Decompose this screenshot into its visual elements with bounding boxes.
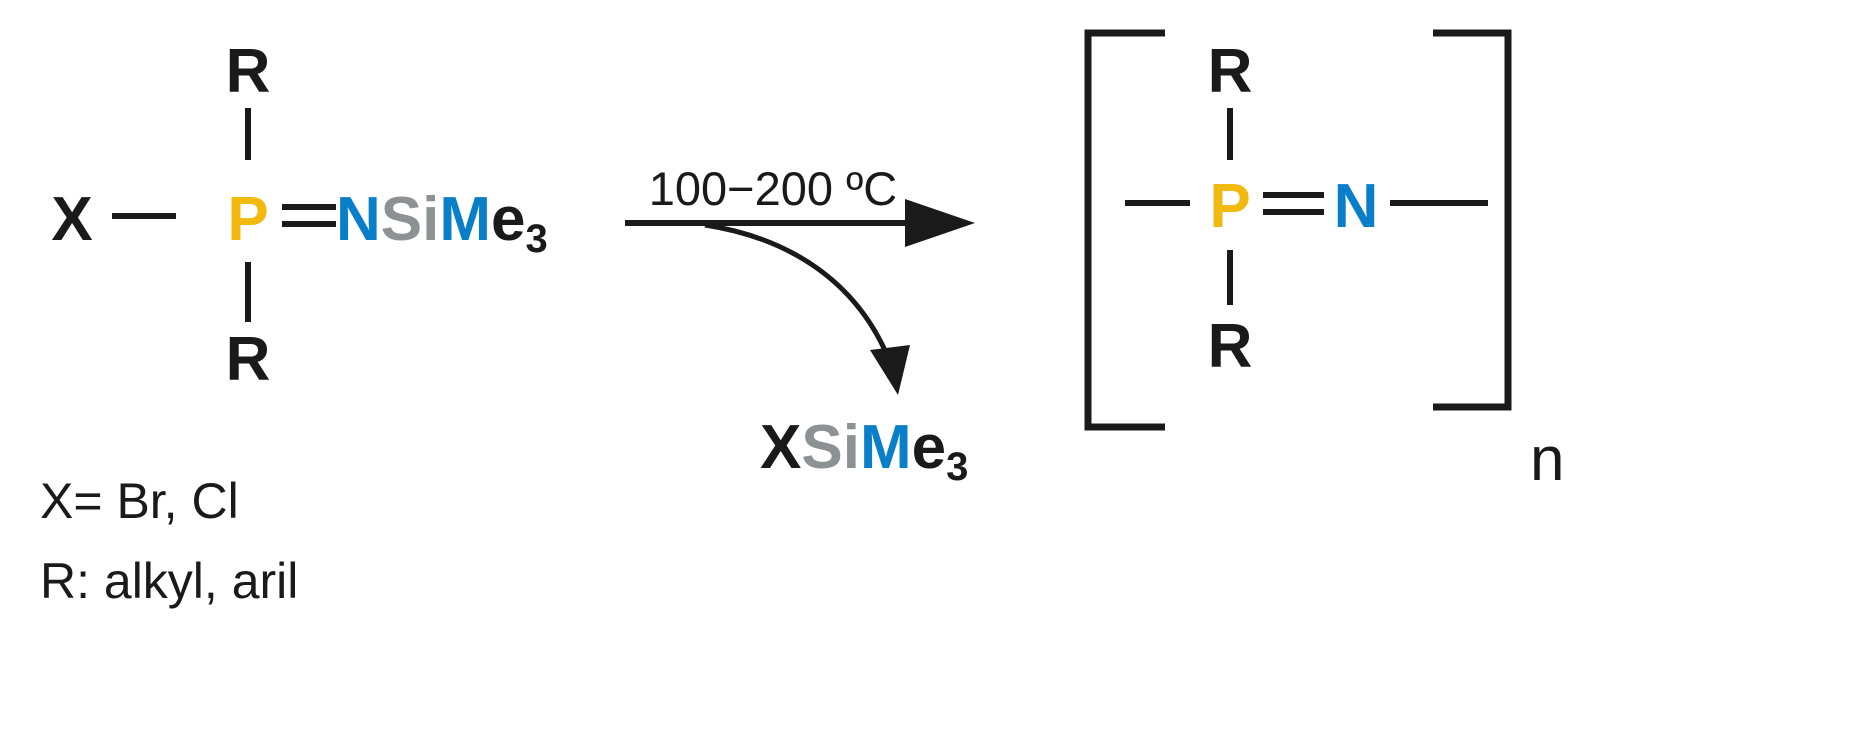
polymer-p-atom: P (1209, 172, 1250, 241)
polymer-repeat-subscript: n (1530, 425, 1564, 494)
polymer-right-bracket (1433, 29, 1512, 411)
byproduct-x-atom: X (760, 413, 801, 482)
byproduct-e-atom: e (912, 413, 946, 482)
byproduct-m-atom: M (860, 413, 912, 482)
monomer-p-atom: P (227, 185, 268, 254)
byproduct-group-xsime3: XSiMe3 (760, 413, 968, 489)
monomer-m-atom: M (439, 185, 491, 254)
substituent-legend: X= Br, Cl R: alkyl, aril (40, 473, 298, 609)
monomer-r-top: R (226, 37, 271, 106)
byproduct-structure: XSiMe3 (760, 413, 968, 489)
monomer-structure: R X P NSiMe3 R (51, 37, 547, 394)
reaction-condition-label: 100−200 ºC (649, 162, 897, 215)
byproduct-arrow-head (870, 345, 910, 395)
monomer-n-atom: N (336, 185, 381, 254)
polymer-r-bottom: R (1208, 312, 1253, 381)
monomer-r-bottom: R (226, 325, 271, 394)
monomer-subscript: 3 (526, 217, 548, 261)
monomer-group-nsime3: NSiMe3 (336, 185, 548, 261)
monomer-e-atom: e (491, 185, 525, 254)
polymer-r-top: R (1208, 37, 1253, 106)
reaction-arrow-group: 100−200 ºC (625, 162, 975, 395)
legend-x-definition: X= Br, Cl (40, 473, 239, 529)
byproduct-si-atom: Si (801, 413, 860, 482)
reaction-arrow-head (905, 199, 975, 247)
byproduct-subscript: 3 (946, 445, 968, 489)
polymer-left-bracket (1084, 29, 1165, 431)
monomer-si-atom: Si (381, 185, 440, 254)
monomer-x-atom: X (51, 185, 92, 254)
polymer-structure: R P N R n (1084, 29, 1564, 494)
polymer-n-atom: N (1334, 172, 1379, 241)
legend-r-definition: R: alkyl, aril (40, 553, 298, 609)
byproduct-curved-arrow (704, 222, 893, 363)
